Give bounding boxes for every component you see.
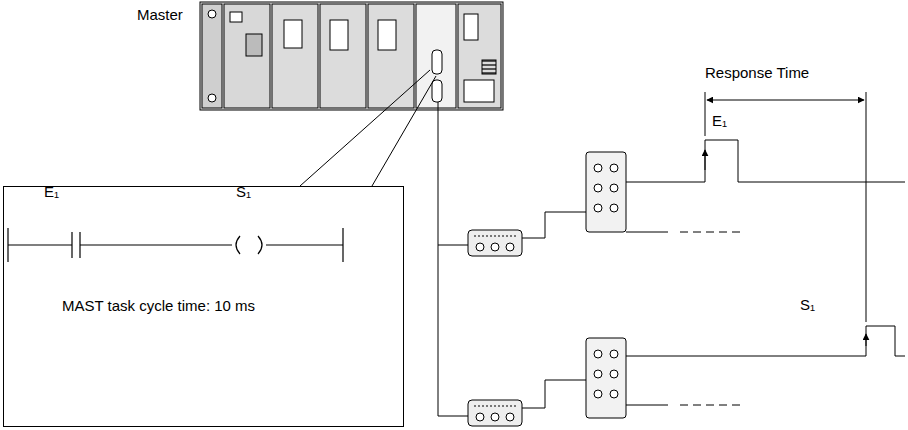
signal-name: S₁ (236, 183, 251, 201)
dimension-line (705, 92, 866, 322)
plc-rack (200, 2, 503, 110)
ladder-rung (8, 228, 343, 262)
bus-cable (438, 102, 586, 416)
callout-box: E₁ S₁ MAST task cycle time: 10 ms (3, 186, 404, 427)
signal-name: E₁ (712, 112, 727, 130)
signal-name: E₁ (44, 183, 59, 201)
callout-pointer (300, 70, 436, 186)
note-text: MAST task cycle time: 10 ms (62, 297, 312, 315)
drop-box (468, 230, 522, 426)
io-module (586, 152, 626, 418)
device-label: Master (137, 6, 183, 24)
signal-trace (626, 140, 905, 405)
signal-name: S₁ (800, 296, 815, 314)
dimension-label: Response Time (705, 64, 809, 82)
